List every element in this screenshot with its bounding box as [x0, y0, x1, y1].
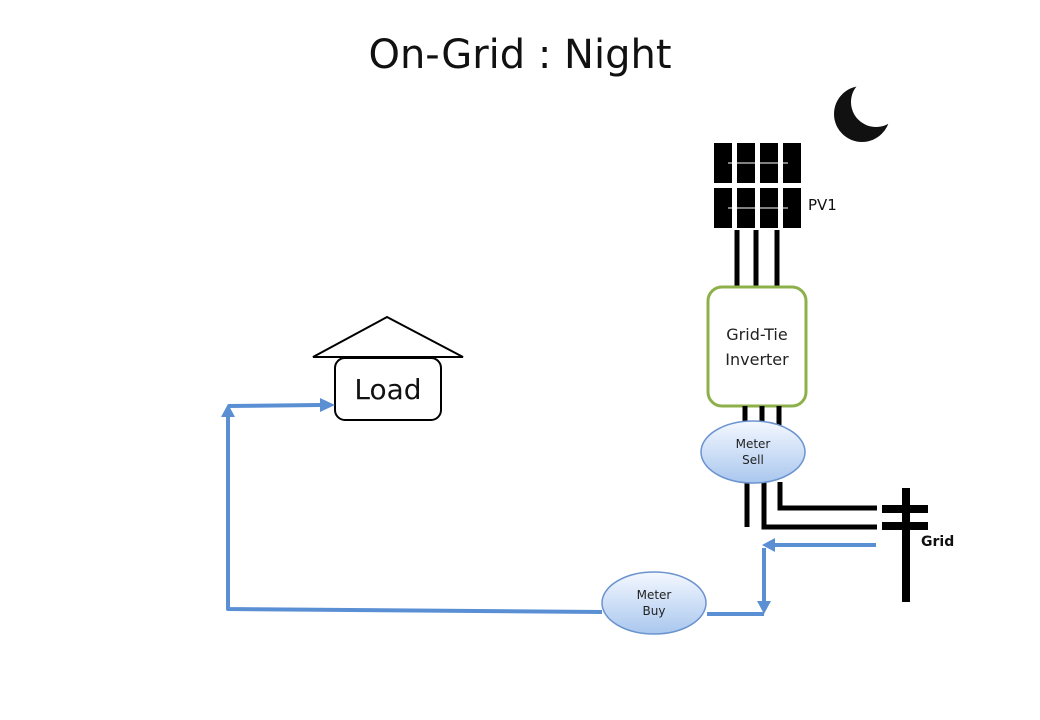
- meter-buy-label-line2: Buy: [643, 604, 666, 618]
- arrowhead-into-load: [320, 398, 335, 412]
- house-icon: [312, 315, 464, 421]
- meter-sell-label-line1: Meter: [736, 437, 771, 451]
- utility-pole-icon: [882, 488, 928, 602]
- load-label: Load: [354, 373, 421, 406]
- inverter-label-line1: Grid-Tie: [726, 325, 787, 344]
- flow-arrowheads: [221, 398, 775, 614]
- grid-tie-inverter: [706, 285, 808, 408]
- pv-inverter-wires: [734, 230, 780, 287]
- diagram-title: On-Grid : Night: [368, 32, 672, 78]
- meter-buy-label-line1: Meter: [637, 588, 672, 602]
- arrowhead-down-to-meter: [757, 601, 771, 614]
- meter-buy: [601, 571, 707, 635]
- solar-panel-icon: [714, 143, 801, 228]
- meter-sell-label-line2: Sell: [742, 453, 764, 467]
- crescent-moon-icon: [834, 77, 901, 142]
- power-flow-path: [226, 403, 876, 616]
- meter-sell: [700, 420, 806, 484]
- pv-label: PV1: [808, 196, 837, 214]
- arrowhead-up-to-load: [221, 404, 235, 417]
- arrowhead-into-grid-junction: [762, 538, 775, 552]
- inverter-label-line2: Inverter: [725, 350, 789, 369]
- grid-label: Grid: [921, 534, 954, 550]
- load-box: [334, 357, 442, 421]
- inverter-grid-wires: [742, 406, 877, 530]
